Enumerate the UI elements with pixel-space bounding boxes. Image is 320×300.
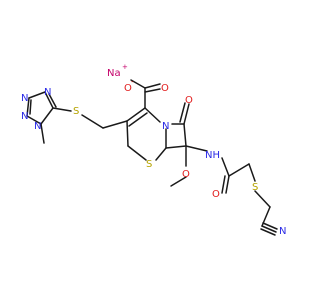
carbonyl-oxygen: O xyxy=(161,83,169,94)
ring-sulfur: S xyxy=(146,159,152,170)
amide-nh: NH xyxy=(205,150,220,161)
carboxylate-oxygen: O xyxy=(124,83,132,94)
tetrazole-n3: N xyxy=(21,111,28,122)
atom-labels: Na + O - O N N N N S N O S O NH O S N xyxy=(21,63,286,237)
amide-oxygen: O xyxy=(212,189,220,200)
tetrazole-n4: N xyxy=(34,121,41,132)
methoxy-oxygen: O xyxy=(182,169,190,180)
beta-lactam-oxygen: O xyxy=(185,95,193,106)
sodium-charge: + xyxy=(122,63,128,71)
carboxylate-charge: - xyxy=(131,78,134,86)
chemical-structure: Na + O - O N N N N S N O S O NH O S N xyxy=(21,63,286,237)
bonds xyxy=(26,79,278,236)
sodium-label: Na xyxy=(107,68,121,79)
thioether-s1: S xyxy=(73,106,79,117)
tetrazole-n1: N xyxy=(21,93,28,104)
thioether-s2: S xyxy=(252,182,258,193)
nitrile-nitrogen: N xyxy=(279,226,286,237)
tetrazole-n2: N xyxy=(44,87,51,98)
ring-nitrogen: N xyxy=(162,121,169,132)
